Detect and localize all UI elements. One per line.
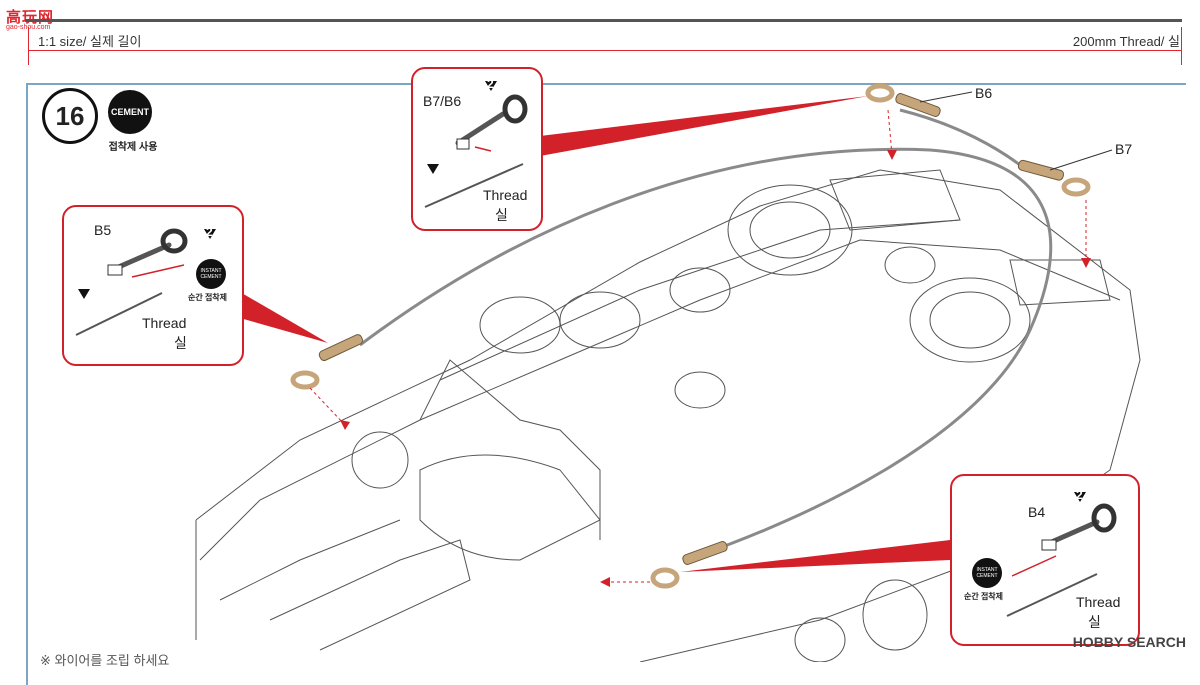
callout-right-thread-kr: 실 (1088, 614, 1101, 630)
callout-b5: B5 2 INSTANT CEMENT 순간 접착제 Thread 실 (62, 205, 244, 366)
leader-b7 (1049, 149, 1113, 171)
tank-illustration (195, 83, 1141, 662)
callout-left-thread-kr: 실 (174, 335, 187, 351)
eyelet-b6 (865, 83, 941, 117)
thread-scale-line (25, 19, 1182, 22)
leader-b6 (919, 91, 973, 103)
callout-right-part: B4 (1028, 504, 1046, 520)
ruler-tick-right (1181, 27, 1182, 65)
cement-icon: CEMENT (108, 90, 152, 134)
eyelet-b4 (650, 541, 728, 589)
attach-arrows (309, 109, 1087, 583)
leader-wedge-right (680, 540, 950, 572)
cement-caption: 접착제 사용 (108, 142, 158, 153)
arrow-heads (340, 150, 1091, 587)
instant-cement-icon-right: INSTANT CEMENT (972, 558, 1002, 588)
callout-top-badge: 2 (487, 77, 494, 91)
leader-wedge-top (540, 96, 868, 156)
callout-left-thread: Thread (142, 315, 187, 331)
step-frame (26, 83, 1186, 685)
bottom-instruction: ※ 와이어를 조립 하세요 (40, 653, 170, 668)
callout-right-thread: Thread (1076, 594, 1121, 610)
callout-b4: B4 2 INSTANT CEMENT 순간 접착제 Thread 실 (950, 474, 1140, 646)
part-label-b6: B6 (975, 85, 993, 101)
wire-cable-end (899, 108, 1021, 167)
eyelet-b5 (290, 334, 364, 390)
scale-label-left: 1:1 size/ 실제 길이 (38, 34, 142, 49)
scale-label-right: 200mm Thread/ 실 (1072, 34, 1180, 49)
ruler-tick-left (28, 27, 29, 65)
wire-cable (359, 147, 1053, 557)
callout-b4-art (1006, 492, 1117, 617)
callout-b7-b6-art (424, 81, 528, 208)
leader-wedge-left (240, 292, 328, 343)
tank-hull-lineart (195, 169, 1141, 662)
instant-cement-icon-left: INSTANT CEMENT (196, 259, 226, 289)
callout-b7-b6: B7/B6 2 Thread 실 (411, 67, 543, 231)
instant-cement-caption-right: 순간 접착제 (964, 592, 1004, 601)
callout-right-badge: 2 (1076, 488, 1083, 502)
eyelet-b7 (1017, 159, 1091, 197)
ruler-line (28, 50, 1182, 51)
callout-left-part: B5 (94, 222, 112, 238)
step-number: 16 (42, 88, 98, 144)
callout-left-badge: 2 (206, 225, 213, 239)
hobbysearch-watermark: HOBBY SEARCH (1072, 634, 1186, 650)
callout-top-thread-kr: 실 (495, 207, 508, 223)
part-label-b7: B7 (1115, 141, 1133, 157)
callout-top-thread: Thread (483, 187, 528, 203)
instant-cement-caption-left: 순간 접착제 (188, 293, 228, 302)
callout-b5-art (75, 228, 216, 336)
callout-top-part: B7/B6 (423, 93, 462, 109)
